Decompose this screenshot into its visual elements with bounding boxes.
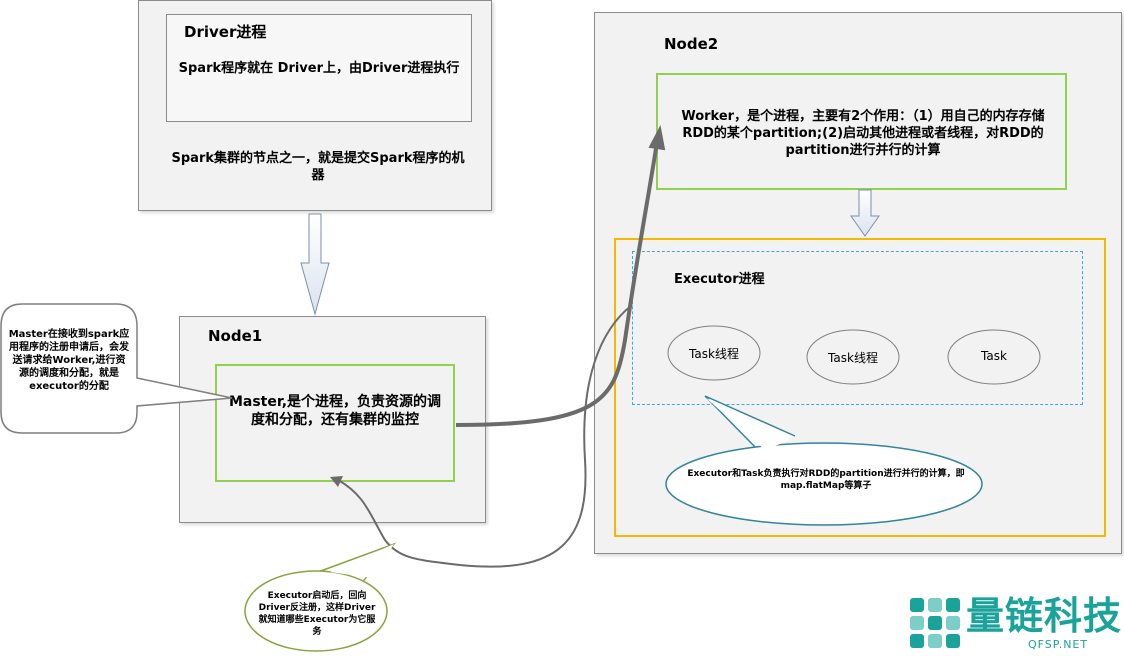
task-oval-3: [947, 329, 1041, 385]
task-oval-2: [806, 329, 900, 385]
executor-process-box: [632, 251, 1083, 405]
worker-text: Worker，是个进程，主要有2个作用：（1）用自己的内存存储RDD的某个par…: [681, 109, 1045, 158]
task-oval-1: [667, 325, 761, 381]
master-to-worker-arrow: [455, 141, 659, 427]
logo-icon: [910, 598, 960, 648]
driver-to-node1-arrow: [300, 213, 330, 316]
logo-domain: QFSP.NET: [1028, 638, 1089, 651]
driver-process-text: Spark程序就在 Driver上，由Driver进程执行: [178, 61, 460, 76]
master-callout-text: Master在接收到spark应用程序的注册申请后，会发送请求给Worker,进…: [8, 329, 130, 392]
worker-to-executor-arrow: [850, 189, 880, 237]
executor-register-arrow: [337, 304, 633, 568]
driver-process-title: Driver进程: [184, 23, 267, 41]
master-box: [215, 364, 455, 482]
executor-register-text: Executor启动后，回向 Driver反注册，这样Driver就知道哪些Ex…: [258, 591, 376, 637]
worker-box: [656, 73, 1067, 190]
task-label-1: Task线程: [689, 347, 739, 361]
executor-process-title: Executor进程: [674, 272, 765, 287]
logo-name: 量链科技: [966, 594, 1123, 638]
executor-container: [614, 238, 1106, 537]
driver-process-box: [166, 14, 472, 122]
node1-title: Node1: [208, 327, 263, 345]
task-label-2: Task线程: [828, 351, 878, 365]
master-text: Master,是个进程，负责资源的调度和分配，还有集群的监控: [228, 394, 442, 428]
executor-task-oval: [665, 442, 983, 526]
task-label-3: Task: [981, 349, 1007, 363]
driver-node-text: Spark集群的节点之一，就是提交Spark程序的机器: [171, 151, 465, 183]
node2-title: Node2: [664, 35, 719, 53]
executor-register-oval: [244, 570, 388, 652]
executor-task-text: Executor和Task负责执行对RDD的partition进行并行的计算，即…: [687, 469, 965, 491]
master-callout: [0, 303, 233, 434]
